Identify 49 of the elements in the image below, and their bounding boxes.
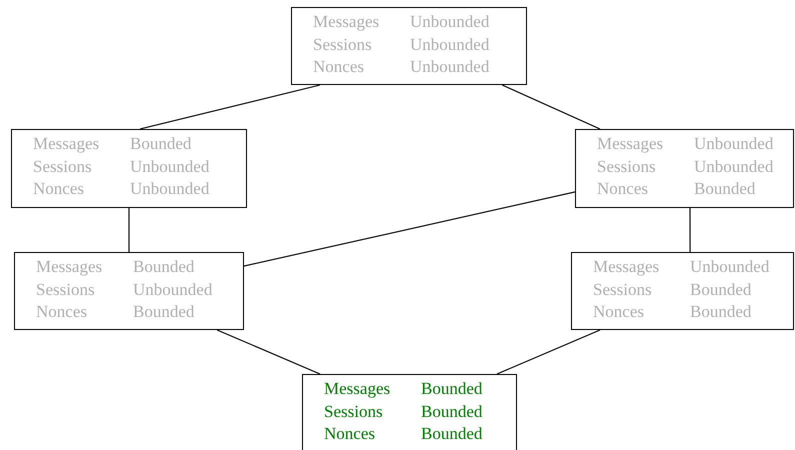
connector-line <box>496 330 600 374</box>
connector-line <box>244 191 576 267</box>
field-name: Nonces <box>597 178 648 200</box>
field-name: Messages <box>593 256 660 278</box>
state-box <box>14 252 244 330</box>
bound-value: Bounded <box>421 423 482 445</box>
bound-value: Bounded <box>133 301 194 323</box>
bound-value: Unbounded <box>130 156 210 178</box>
bound-value: Unbounded <box>410 56 490 78</box>
field-name: Nonces <box>33 178 84 200</box>
bound-value: Bounded <box>421 400 482 422</box>
connector-line <box>502 84 600 130</box>
bound-value: Unbounded <box>130 178 210 200</box>
field-name: Messages <box>33 133 100 155</box>
connector-line <box>689 208 691 252</box>
field-name: Sessions <box>33 156 92 178</box>
connector-line <box>128 208 130 252</box>
state-box <box>291 7 527 85</box>
bound-value: Unbounded <box>410 11 490 33</box>
state-box <box>571 252 794 330</box>
field-name: Sessions <box>36 278 95 300</box>
bound-value: Bounded <box>694 178 756 200</box>
field-name: Sessions <box>313 34 372 56</box>
field-name: Nonces <box>36 301 87 323</box>
field-name: Sessions <box>324 400 383 422</box>
bound-value: Bounded <box>690 278 752 300</box>
field-name: Nonces <box>593 301 644 323</box>
connector-line <box>216 330 320 374</box>
state-box <box>575 129 794 208</box>
state-box <box>302 374 517 450</box>
bound-value: Unbounded <box>694 133 774 155</box>
bound-value: Unbounded <box>410 34 490 56</box>
field-name: Sessions <box>597 156 656 178</box>
connector-line <box>140 84 320 130</box>
bound-value: Unbounded <box>694 156 774 178</box>
bound-value: Unbounded <box>690 256 770 278</box>
field-name: Nonces <box>324 423 375 445</box>
field-name: Messages <box>324 378 390 400</box>
field-name: Messages <box>36 256 102 278</box>
field-name: Sessions <box>593 278 652 300</box>
field-name: Nonces <box>313 56 364 78</box>
bound-value: Bounded <box>690 301 752 323</box>
bound-value: Bounded <box>133 256 194 278</box>
field-name: Messages <box>313 11 380 33</box>
field-name: Messages <box>597 133 664 155</box>
state-box <box>11 129 247 208</box>
bound-value: Bounded <box>421 378 482 400</box>
bound-value: Unbounded <box>133 278 212 300</box>
bound-value: Bounded <box>130 133 192 155</box>
